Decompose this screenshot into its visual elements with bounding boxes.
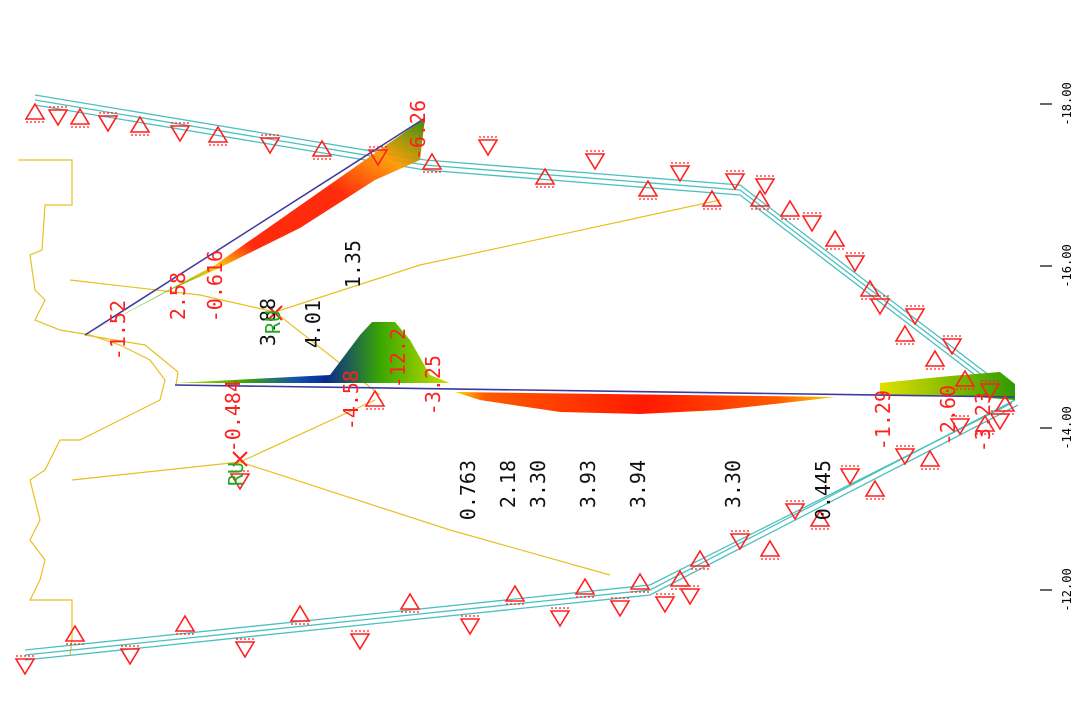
value-label-red: -1.29: [871, 390, 895, 450]
value-label-red: -2.60: [936, 385, 960, 445]
value-label-red: -0.616: [203, 250, 227, 322]
triangle-support-icon: [259, 134, 281, 155]
value-labels: -6.26 -1.52 2.58 -0.616 -0.484 -4.58 -12.2 -3.2…: [106, 100, 995, 520]
node-label-green: RU: [224, 462, 248, 486]
triangle-support-icon: [629, 572, 651, 593]
triangle-support-icon: [941, 335, 963, 356]
triangle-support-icon: [759, 539, 781, 560]
triangle-support-icon: [701, 189, 723, 210]
axis-tick-label: -18.00: [1060, 82, 1074, 125]
triangle-support-icon: [399, 592, 421, 613]
value-label-black: 3.30: [526, 460, 550, 508]
value-label-red: -6.26: [406, 100, 430, 160]
triangle-support-icon: [234, 638, 256, 659]
value-label-red: -3.23: [971, 392, 995, 452]
value-label-red: -1.52: [106, 300, 130, 360]
triangle-support-icon: [754, 175, 776, 196]
triangle-support-icon: [904, 305, 926, 326]
triangle-support-icon: [894, 445, 916, 466]
triangle-support-icon: [669, 569, 691, 590]
triangle-support-icon: [654, 593, 676, 614]
triangle-support-icon: [129, 115, 151, 136]
axis-tick-label: -12.00: [1060, 568, 1074, 611]
triangle-support-icon: [824, 229, 846, 250]
triangle-support-icon: [724, 170, 746, 191]
triangle-support-icon: [47, 106, 69, 127]
value-label-red: -0.484: [221, 380, 245, 452]
triangle-support-icon: [119, 645, 141, 666]
axis-tick-label: -14.00: [1060, 406, 1074, 449]
triangle-support-icon: [97, 112, 119, 133]
triangle-support-icon: [549, 607, 571, 628]
triangle-support-icon: [169, 122, 191, 143]
value-label-black: 3.88: [256, 298, 280, 346]
triangle-support-icon: [949, 415, 971, 436]
triangle-support-icon: [894, 324, 916, 345]
axis-tick-label: -16.00: [1060, 244, 1074, 287]
triangle-support-icon: [574, 577, 596, 598]
value-label-black: 4.01: [301, 300, 325, 348]
triangle-support-icon: [844, 252, 866, 273]
horizontal-force-diagram: [174, 322, 1016, 414]
triangle-support-icon: [924, 349, 946, 370]
triangle-support-icon: [421, 152, 443, 173]
triangle-support-icon: [784, 500, 806, 521]
value-label-black: 3.93: [576, 460, 600, 508]
triangle-support-icon: [477, 136, 499, 157]
value-label-black: 2.18: [496, 460, 520, 508]
value-label-black: 1.35: [341, 240, 365, 288]
triangle-support-icon: [809, 509, 831, 530]
triangle-support-icon: [367, 146, 389, 167]
axis-right: -18.00 -16.00 -14.00 -12.00: [1040, 82, 1074, 612]
value-label-red: -3.25: [421, 355, 445, 415]
triangle-support-icon: [534, 167, 556, 188]
triangle-support-icon: [919, 449, 941, 470]
triangle-support-icon: [989, 410, 1011, 431]
triangle-support-icon: [974, 414, 996, 435]
value-label-black: 0.763: [456, 460, 480, 520]
triangle-support-icon: [801, 212, 823, 233]
triangle-support-icon: [779, 199, 801, 220]
triangle-support-icon: [679, 585, 701, 606]
triangle-support-icon: [584, 150, 606, 171]
triangle-support-icon: [229, 470, 251, 491]
triangle-support-icon: [349, 630, 371, 651]
support-markers: [14, 102, 1016, 676]
structure-frame: [24, 94, 1019, 661]
triangle-support-icon: [459, 615, 481, 636]
triangle-support-icon: [869, 295, 891, 316]
triangle-support-icon: [364, 389, 386, 410]
value-label-red: -4.58: [339, 370, 363, 430]
triangle-support-icon: [207, 125, 229, 146]
triangle-support-icon: [669, 162, 691, 183]
trace-lines: [18, 159, 721, 656]
node-label-green: RU: [261, 310, 285, 334]
value-label-black: 0.445: [811, 460, 835, 520]
triangle-support-icon: [749, 189, 771, 210]
triangle-support-icon: [839, 465, 861, 486]
triangle-support-icon: [64, 624, 86, 645]
triangle-support-icon: [24, 102, 46, 123]
triangle-support-icon: [864, 479, 886, 500]
cross-marker-icon: [232, 305, 283, 467]
value-label-black: 3.94: [626, 460, 650, 508]
triangle-support-icon: [637, 179, 659, 200]
triangle-support-icon: [69, 107, 91, 128]
triangle-support-icon: [689, 549, 711, 570]
triangle-support-icon: [859, 279, 881, 300]
triangle-support-icon: [729, 530, 751, 551]
value-label-black: 3.30: [721, 460, 745, 508]
triangle-support-icon: [311, 139, 333, 160]
value-label-red: 2.58: [166, 272, 190, 320]
triangle-support-icon: [609, 597, 631, 618]
triangle-support-icon: [174, 614, 196, 635]
diagonal-force-diagram: [84, 117, 426, 336]
value-label-red: -12.2: [386, 328, 410, 388]
triangle-support-icon: [289, 604, 311, 625]
triangle-support-icon: [504, 584, 526, 605]
triangle-support-icon: [954, 369, 976, 390]
triangle-support-icon: [979, 380, 1001, 401]
triangle-support-icon: [14, 655, 36, 676]
